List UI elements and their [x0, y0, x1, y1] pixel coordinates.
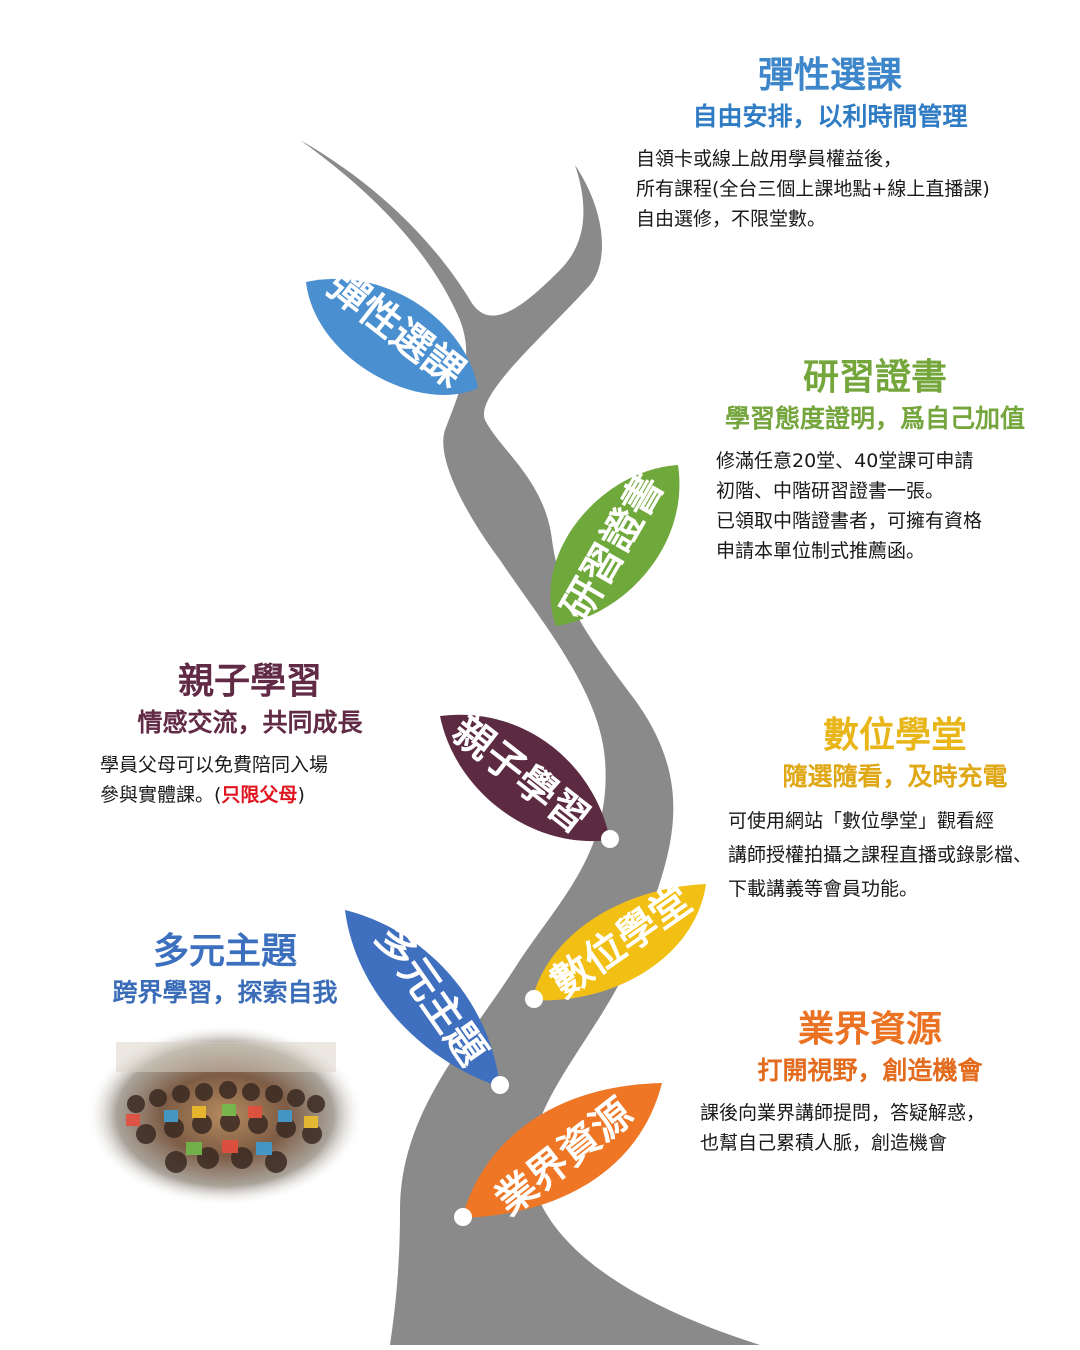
leaf-cert-shape — [550, 465, 680, 626]
section-industry-line: 課後向業界講師提問，答疑解惑， — [700, 1101, 986, 1124]
leaf-multi-dot — [491, 1076, 509, 1094]
section-cert-line: 修滿任意20堂、40堂課可申請 — [716, 449, 974, 472]
section-flex-line: 所有課程(全台三個上課地點+線上直播課) — [636, 177, 990, 200]
tree-trunk — [300, 140, 760, 1345]
section-family-body: 學員父母可以免費陪同入場 參與實體課。(只限父母) — [100, 750, 410, 810]
section-family-subtitle: 情感交流，共同成長 — [137, 708, 363, 738]
leaf-industry-shape — [462, 1083, 662, 1218]
section-cert-line: 初階、中階研習證書一張。 — [716, 479, 945, 502]
section-multi-subtitle: 跨界學習，探索自我 — [112, 978, 338, 1008]
section-flex-title: 彈性選課 — [757, 55, 902, 96]
section-digital-line: 講師授權拍攝之課程直播或錄影檔、 — [728, 843, 1033, 866]
section-industry-line: 也幫自己累積人脈，創造機會 — [700, 1131, 948, 1154]
trunk-main — [300, 140, 760, 1345]
section-digital-line: 下載講義等會員功能。 — [728, 877, 919, 900]
section-multi-title: 多元主題 — [152, 931, 297, 972]
photo-crowd — [116, 1042, 336, 1173]
section-industry-resources: 業界資源 打開視野，創造機會 課後向業界講師提問，答疑解惑， 也幫自己累積人脈，… — [700, 1008, 1040, 1158]
section-flex-line: 自領卡或線上啟用學員權益後， — [636, 147, 903, 170]
section-industry-title: 業界資源 — [797, 1009, 942, 1050]
section-digital-line: 可使用網站「數位學堂」觀看經 — [728, 809, 995, 832]
leaf-family-shape — [440, 714, 610, 842]
section-family-line: 學員父母可以免費陪同入場 — [100, 753, 329, 776]
section-digital-academy: 數位學堂 隨選隨看，及時充電 可使用網站「數位學堂」觀看經 講師授權拍攝之課程直… — [720, 714, 1070, 906]
leaf-family: 親子學習 — [440, 708, 619, 848]
section-family-line2-prefix: 參與實體課。( — [100, 783, 222, 806]
section-industry-body: 課後向業界講師提問，答疑解惑， 也幫自己累積人脈，創造機會 — [700, 1098, 1040, 1158]
section-industry-subtitle: 打開視野，創造機會 — [757, 1056, 983, 1086]
parents-only-note: 只限父母 — [221, 783, 298, 806]
section-family-line: 參與實體課。(只限父母) — [100, 780, 410, 810]
leaf-multi: 多元主題 — [345, 910, 509, 1094]
leaf-family-dot — [601, 830, 619, 848]
leaf-digital-dot — [525, 990, 543, 1008]
leaf-industry-dot — [454, 1208, 472, 1226]
section-cert-body: 修滿任意20堂、40堂課可申請 初階、中階研習證書一張。 已領取中階證書者，可擁… — [716, 446, 1060, 566]
section-flex-line: 自由選修，不限堂數。 — [636, 207, 827, 230]
section-cert-title: 研習證書 — [802, 357, 947, 398]
section-family-learning: 親子學習 情感交流，共同成長 學員父母可以免費陪同入場 參與實體課。(只限父母) — [90, 660, 410, 810]
class-group-photo — [86, 1024, 364, 1206]
section-multi-topics: 多元主題 跨界學習，探索自我 — [90, 930, 360, 1010]
section-digital-body: 可使用網站「數位學堂」觀看經 講師授權拍攝之課程直播或錄影檔、 下載講義等會員功… — [728, 804, 1070, 906]
section-digital-title: 數位學堂 — [822, 715, 967, 756]
section-digital-subtitle: 隨選隨看，及時充電 — [782, 762, 1008, 792]
leaf-cert: 研習證書 — [550, 465, 680, 628]
leaf-digital-shape — [532, 884, 706, 1001]
section-cert-line: 申請本單位制式推薦函。 — [716, 539, 926, 562]
section-certificate: 研習證書 學習態度證明，爲自己加值 修滿任意20堂、40堂課可申請 初階、中階研… — [690, 356, 1060, 566]
section-family-line2-suffix: ) — [297, 783, 305, 806]
section-family-title: 親子學習 — [177, 661, 322, 702]
leaf-flex-shape — [306, 278, 478, 395]
section-cert-line: 已領取中階證書者，可擁有資格 — [716, 509, 983, 532]
section-flex-body: 自領卡或線上啟用學員權益後， 所有課程(全台三個上課地點+線上直播課) 自由選修… — [636, 144, 1060, 234]
section-flex-courses: 彈性選課 自由安排，以利時間管理 自領卡或線上啟用學員權益後， 所有課程(全台三… — [600, 54, 1060, 234]
leaf-multi-shape — [345, 910, 500, 1087]
section-flex-subtitle: 自由安排，以利時間管理 — [692, 102, 968, 132]
section-cert-subtitle: 學習態度證明，爲自己加值 — [724, 404, 1025, 434]
